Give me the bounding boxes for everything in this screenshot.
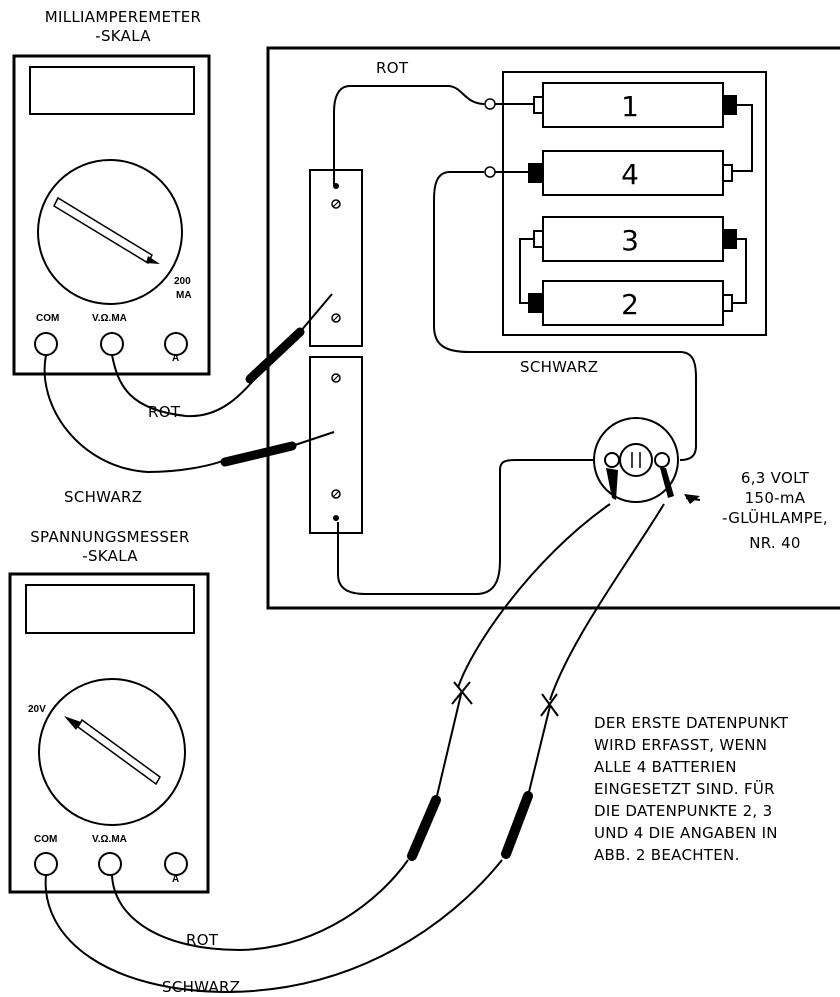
- battery-3: 3: [533, 216, 737, 262]
- wire-schwarz-mid: [43, 354, 226, 474]
- milliammeter-display: [29, 66, 195, 115]
- voltmeter-port-a[interactable]: [164, 852, 188, 876]
- milliammeter-port-com[interactable]: [34, 332, 58, 356]
- voltmeter-title-line2: -SKALA: [82, 547, 138, 565]
- voltmeter-port-com[interactable]: [34, 852, 58, 876]
- note-line-3: ALLE 4 BATTERIEN: [594, 758, 737, 776]
- wire-rot-top: [333, 85, 485, 186]
- wire-battery-3-2-left: [519, 238, 534, 304]
- lamp-label-line4: NR. 40: [749, 534, 801, 552]
- wire-schwarz-mid-label: SCHWARZ: [64, 488, 142, 506]
- voltmeter-range: 20V: [28, 704, 46, 715]
- milliammeter-range-value: 200: [174, 276, 191, 287]
- lamp-label-line2: 150-mA: [745, 489, 806, 507]
- milliammeter-range-unit: MA: [176, 290, 192, 301]
- milliammeter-port-vohm-label: V.Ω.MA: [92, 313, 127, 324]
- lamp-label-line1: 6,3 VOLT: [741, 469, 810, 487]
- note-line-7: ABB. 2 BEACHTEN.: [594, 846, 740, 864]
- note-line-2: WIRD ERFASST, WENN: [594, 736, 767, 754]
- battery-4: 4: [528, 150, 733, 196]
- terminal-negative[interactable]: [484, 166, 496, 178]
- battery-4-number: 4: [621, 158, 639, 191]
- voltmeter: SPANNUNGSMESSER -SKALA 20V COM V.Ω.MA A: [8, 528, 210, 894]
- battery-2-number: 2: [621, 288, 639, 321]
- note-line-1: DER ERSTE DATENPUNKT: [594, 714, 789, 732]
- wire-battery-3-2: [732, 238, 747, 304]
- note-line-5: DIE DATENPUNKTE 2, 3: [594, 802, 772, 820]
- note-line-4: EINGESETZT SIND. FÜR: [594, 779, 775, 798]
- terminal-strip-upper: [309, 169, 363, 347]
- voltmeter-dial-pointer: [64, 716, 161, 786]
- probe-red-bottom: [407, 503, 611, 861]
- milliammeter-port-a-label: A: [172, 353, 179, 364]
- milliammeter: MILLIAMPEREMETER -SKALA 200 MA COM V.Ω.M…: [12, 8, 211, 376]
- lamp-label: 6,3 VOLT 150-mA -GLÜHLAMPE, NR. 40: [722, 469, 828, 552]
- battery-3-number: 3: [621, 224, 639, 257]
- voltmeter-port-a-label: A: [172, 874, 179, 885]
- wire-schwarz-board: [433, 171, 697, 461]
- milliammeter-port-a[interactable]: [164, 332, 188, 356]
- wire-rot-mid-label: ROT: [148, 403, 181, 421]
- note-line-6: UND 4 DIE ANGABEN IN: [594, 824, 778, 842]
- battery-2: 2: [528, 280, 733, 326]
- terminal-strip-lower: [309, 356, 363, 534]
- wire-rot-bottom: [111, 859, 409, 952]
- voltmeter-display: [25, 584, 195, 634]
- voltmeter-port-com-label: COM: [34, 834, 57, 845]
- probe-red-mid: [245, 293, 333, 384]
- wire-schwarz-bottom-label: SCHWARZ: [162, 978, 240, 996]
- voltmeter-port-vohm-label: V.Ω.MA: [92, 834, 127, 845]
- lamp-label-line3: -GLÜHLAMPE,: [722, 508, 828, 527]
- milliammeter-title-line2: -SKALA: [95, 27, 151, 45]
- voltmeter-port-vohm[interactable]: [98, 852, 122, 876]
- terminal-positive[interactable]: [484, 98, 496, 110]
- wire-schwarz-board-label: SCHWARZ: [520, 358, 598, 376]
- instruction-note: DER ERSTE DATENPUNKT WIRD ERFASST, WENN …: [594, 714, 789, 864]
- wire-strip-to-lamp: [337, 459, 608, 595]
- milliammeter-port-com-label: COM: [36, 313, 59, 324]
- wire-rot-bottom-label: ROT: [186, 931, 219, 949]
- probe-black-bottom: [501, 503, 665, 859]
- milliammeter-title-line1: MILLIAMPEREMETER: [45, 8, 201, 26]
- milliammeter-port-vohm[interactable]: [100, 332, 124, 356]
- probe-black-mid: [220, 431, 335, 467]
- battery-1-number: 1: [621, 90, 639, 123]
- wire-schwarz-bottom: [44, 859, 503, 994]
- milliammeter-dial-pointer: [53, 196, 160, 265]
- wire-rot-mid: [111, 354, 263, 418]
- battery-1: 1: [533, 82, 737, 128]
- voltmeter-title-line1: SPANNUNGSMESSER: [30, 528, 190, 546]
- lamp-socket: [593, 417, 679, 503]
- wire-rot-top-label: ROT: [376, 59, 409, 77]
- wire-battery-1-4: [732, 104, 753, 172]
